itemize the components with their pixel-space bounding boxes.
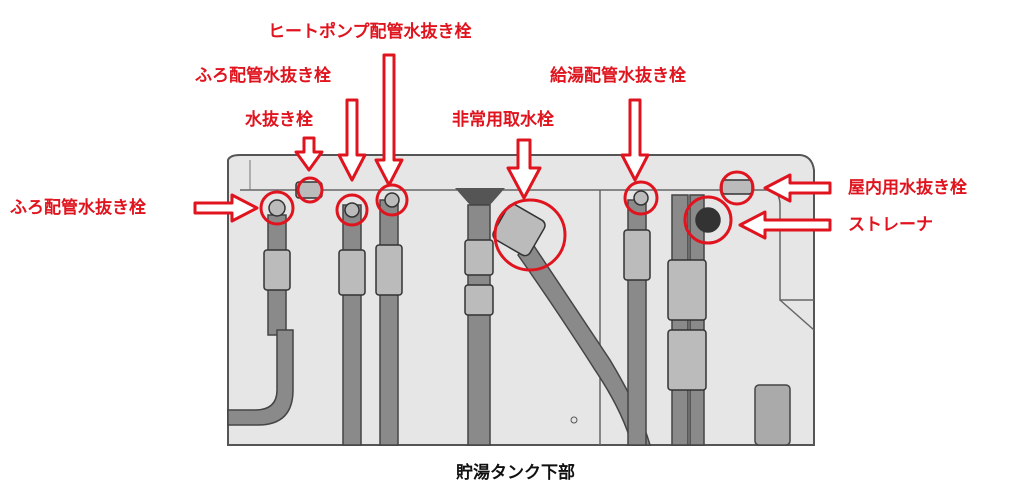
label-drain: 水抜き栓 [245, 110, 313, 130]
label-bath-drain-top: ふろ配管水抜き栓 [195, 66, 331, 86]
arrow-emergency [506, 138, 542, 200]
label-strainer: ストレーナ [848, 215, 933, 235]
arrow-drain [294, 136, 324, 172]
arrows [193, 53, 832, 240]
arrow-heat-pump [374, 53, 404, 187]
label-indoor-drain: 屋内用水抜き栓 [848, 178, 967, 198]
arrow-bath-left [193, 193, 259, 223]
arrow-bath-top [337, 98, 367, 182]
fittings [263, 179, 753, 391]
caption: 貯湯タンク下部 [456, 463, 575, 483]
label-emergency-tap: 非常用取水栓 [452, 110, 554, 130]
label-heat-pump-drain: ヒートポンプ配管水抜き栓 [268, 22, 472, 42]
label-bath-drain-left: ふろ配管水抜き栓 [10, 198, 146, 218]
arrow-strainer [738, 210, 832, 240]
label-hot-water-drain: 給湯配管水抜き栓 [550, 66, 686, 86]
highlight-circles [259, 170, 755, 272]
arrow-hot-water [620, 98, 650, 182]
arrow-indoor [763, 173, 832, 203]
